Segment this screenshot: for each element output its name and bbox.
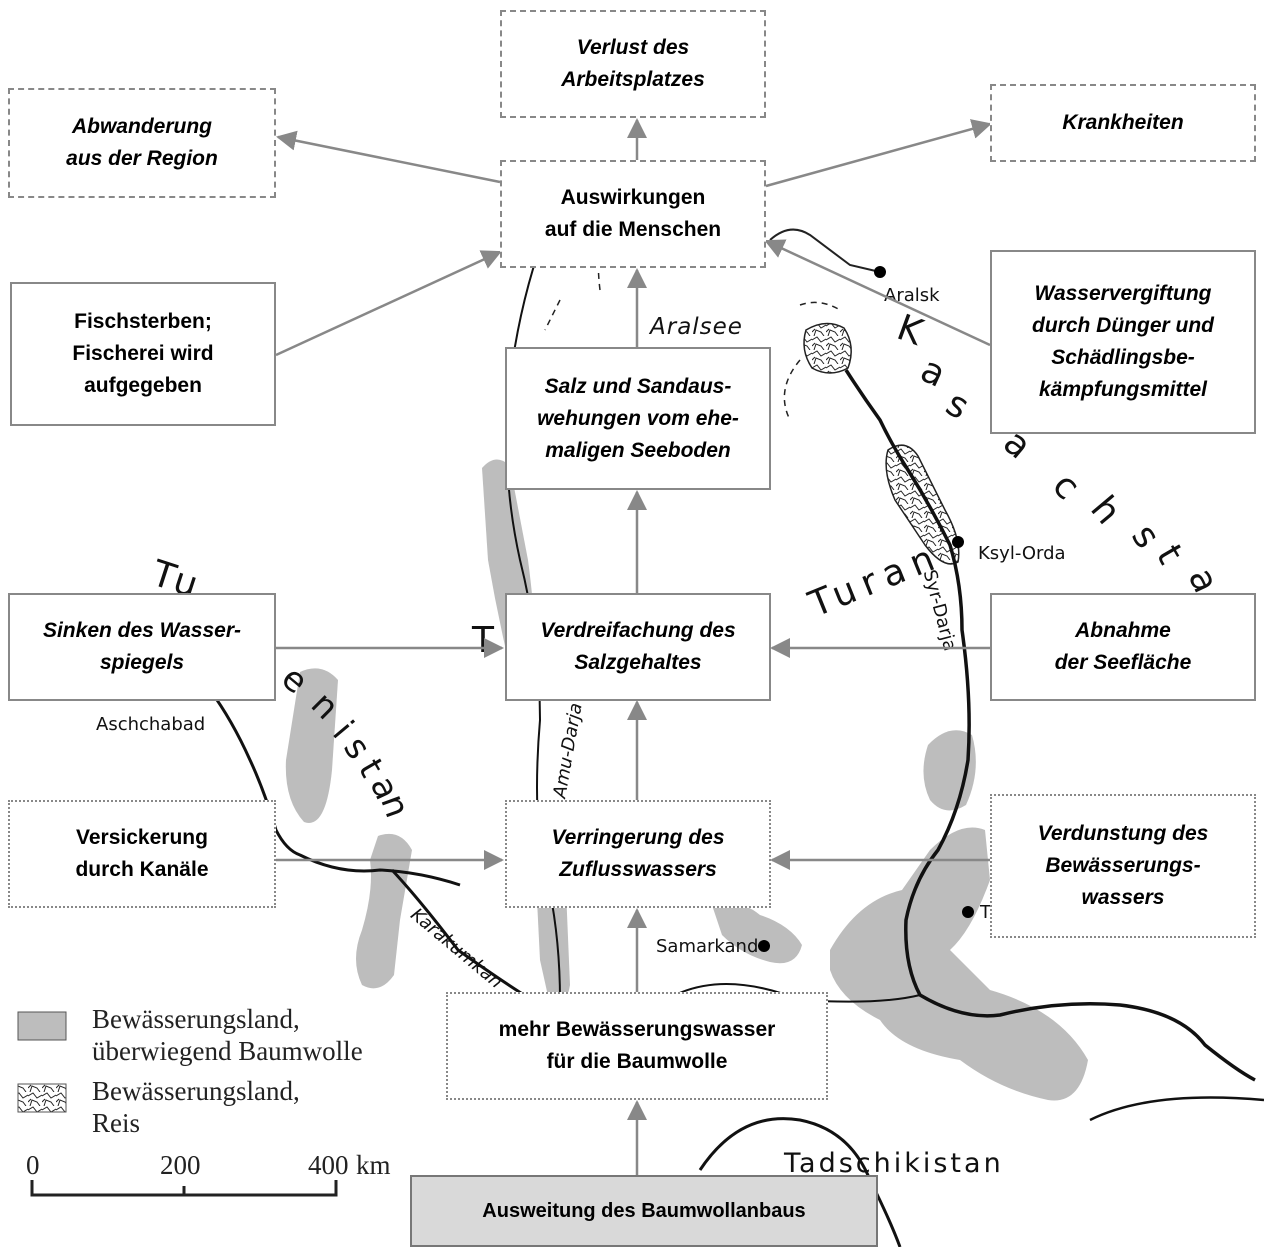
box-verdunstung-des-bewaesserungswassers: Verdunstung des Bewässerungs- wassers xyxy=(990,794,1256,938)
box-versickerung-durch-kanaele: Versickerung durch Kanäle xyxy=(8,800,276,908)
map-label-taschkent-t: T xyxy=(980,902,991,923)
irrigated-area-turkmen-1 xyxy=(285,668,338,823)
box-ausweitung-des-baumwollanbaus: Ausweitung des Baumwollanbaus xyxy=(410,1175,878,1247)
box-verdreifachung-des-salzgehaltes: Verdreifachung des Salzgehaltes xyxy=(505,593,771,701)
box-mehr-bewaesserungswasser: mehr Bewässerungswasser für die Baumwoll… xyxy=(446,992,828,1100)
irrigated-area-amu-lower xyxy=(536,876,570,1006)
southern-river xyxy=(698,1117,902,1247)
box-verringerung-des-zuflusswassers: Verringerung des Zuflusswassers xyxy=(505,800,771,908)
rice-area-ksyl-orda xyxy=(885,444,960,565)
map-label-samarkand: Samarkand xyxy=(656,936,759,957)
samarkand-city-dot xyxy=(758,940,770,952)
map-label-aschchabad: Aschchabad xyxy=(96,714,206,735)
scale-label-400: 400 xyxy=(308,1150,349,1180)
aralsee-shore xyxy=(769,228,881,273)
box-krankheiten: Krankheiten xyxy=(990,84,1256,162)
box-fischsterben: Fischsterben; Fischerei wird aufgegeben xyxy=(10,282,276,426)
box-wasservergiftung: Wasservergiftung durch Dünger und Schädl… xyxy=(990,250,1256,434)
map-label-tadschikistan: Tadschikistan xyxy=(784,1148,1004,1179)
legend-rice-line1: Bewässerungsland, xyxy=(92,1076,300,1106)
map-label-ksyl-orda: Ksyl-Orda xyxy=(978,543,1066,564)
taschkent-city-dot xyxy=(962,906,974,918)
box-sinken-des-wasserspiegels: Sinken des Wasser- spiegels xyxy=(8,593,276,701)
map-label-t-fragment: T xyxy=(472,620,494,661)
box-abnahme-der-seeflaeche: Abnahme der Seefläche xyxy=(990,593,1256,701)
scale-label-200: 200 xyxy=(160,1150,201,1180)
ksyl-orda-city-dot xyxy=(952,536,964,548)
box-salz-und-sandauswehungen: Salz und Sandaus- wehungen vom ehe- mali… xyxy=(505,347,771,490)
syr-darja-river xyxy=(844,369,1256,1082)
rice-area-delta xyxy=(803,322,852,374)
aralsk-city-dot xyxy=(874,266,886,278)
scale-bar xyxy=(30,1180,338,1197)
box-verlust-des-arbeitsplatzes: Verlust des Arbeitsplatzes xyxy=(500,10,766,118)
legend-rice-line2: Reis xyxy=(92,1108,141,1138)
irrigated-area-turkmen-2 xyxy=(356,833,412,989)
legend-cotton-line1: Bewässerungsland, xyxy=(92,1004,300,1034)
scale-label-unit: km xyxy=(356,1150,391,1180)
irrigated-area-fergana xyxy=(830,827,1088,1101)
irrigated-area-samarkand xyxy=(712,902,802,964)
scale-label-0: 0 xyxy=(26,1150,40,1180)
map-label-aralsee: Aralsee xyxy=(650,314,743,340)
box-abwanderung: Abwanderung aus der Region xyxy=(8,88,276,198)
southeast-river xyxy=(1089,1096,1264,1122)
map-label-aralsk: Aralsk xyxy=(884,285,940,306)
legend-swatch-cotton xyxy=(17,1011,67,1041)
box-auswirkungen-auf-die-menschen: Auswirkungen auf die Menschen xyxy=(500,160,766,268)
legend-cotton-line2: überwiegend Baumwolle xyxy=(92,1036,363,1066)
legend-swatch-rice xyxy=(17,1083,67,1113)
